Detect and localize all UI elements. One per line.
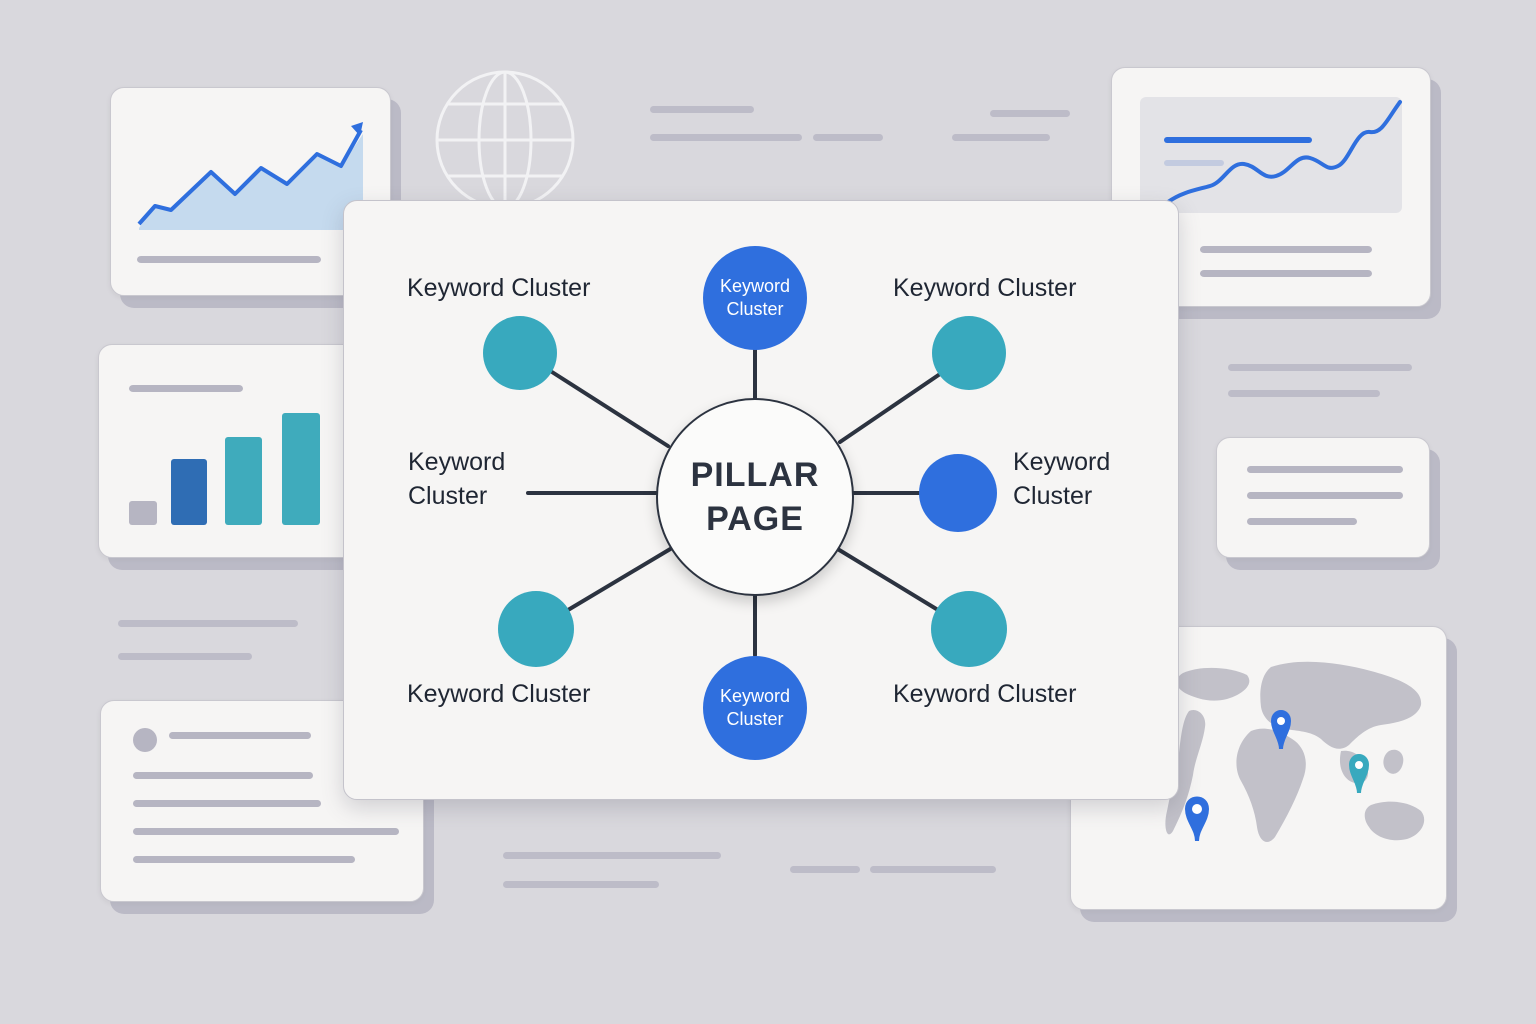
connector-top-left	[550, 370, 670, 448]
connector-top-right	[838, 372, 942, 444]
bg-line	[990, 110, 1070, 117]
label-top-left: Keyword Cluster	[407, 274, 591, 302]
label-mid-left: Keyword Cluster	[408, 448, 506, 510]
text-line	[1247, 492, 1403, 499]
bg-line	[118, 620, 298, 627]
node-bottom-right	[931, 591, 1007, 667]
node-top	[703, 246, 807, 350]
bar	[129, 501, 157, 525]
bg-line	[118, 653, 252, 660]
bg-line	[650, 106, 754, 113]
bar-chart	[129, 385, 320, 525]
bg-line	[952, 134, 1050, 141]
label-bottom-right: Keyword Cluster	[893, 680, 1077, 708]
bg-line	[813, 134, 883, 141]
bar	[282, 413, 320, 525]
pillar-page-hub: PILLAR PAGE	[656, 398, 854, 596]
map-pin-icon	[1184, 796, 1210, 842]
line-chart	[1140, 97, 1402, 277]
avatar	[133, 728, 157, 752]
world-map	[1165, 661, 1425, 842]
node-bottom	[703, 656, 807, 760]
connector-bottom-left	[566, 546, 674, 612]
bg-line	[790, 866, 860, 873]
text-line	[133, 828, 399, 835]
text-line	[1247, 518, 1357, 525]
node-bottom-left	[498, 591, 574, 667]
bg-line	[503, 852, 721, 859]
bg-line	[650, 134, 802, 141]
bg-line	[503, 881, 659, 888]
trend-chart	[137, 122, 363, 263]
node-top-right	[932, 316, 1006, 390]
bg-line	[1228, 390, 1380, 397]
node-mid-right	[919, 454, 997, 532]
label-bottom-left: Keyword Cluster	[407, 680, 591, 708]
connector-bottom-right	[834, 546, 940, 612]
node-top-label: Keyword Cluster	[719, 276, 791, 319]
bg-line	[1228, 364, 1412, 371]
pillar-page-label: PILLAR PAGE	[690, 456, 820, 538]
text-line	[133, 800, 321, 807]
bar	[171, 459, 207, 525]
bar-chart-card	[98, 344, 360, 558]
label-top-right: Keyword Cluster	[893, 274, 1077, 302]
text-line	[169, 732, 311, 739]
text-line	[133, 856, 355, 863]
label-mid-right: Keyword Cluster	[1013, 448, 1111, 510]
text-line	[1247, 466, 1403, 473]
map-pin-icon	[1348, 754, 1370, 794]
bg-line	[870, 866, 996, 873]
node-top-left	[483, 316, 557, 390]
text-card	[1216, 437, 1430, 558]
bar	[225, 437, 262, 525]
text-line	[133, 772, 313, 779]
map-pin-icon	[1270, 710, 1292, 750]
node-bottom-label: Keyword Cluster	[719, 686, 791, 729]
profile-text-card	[100, 700, 424, 902]
